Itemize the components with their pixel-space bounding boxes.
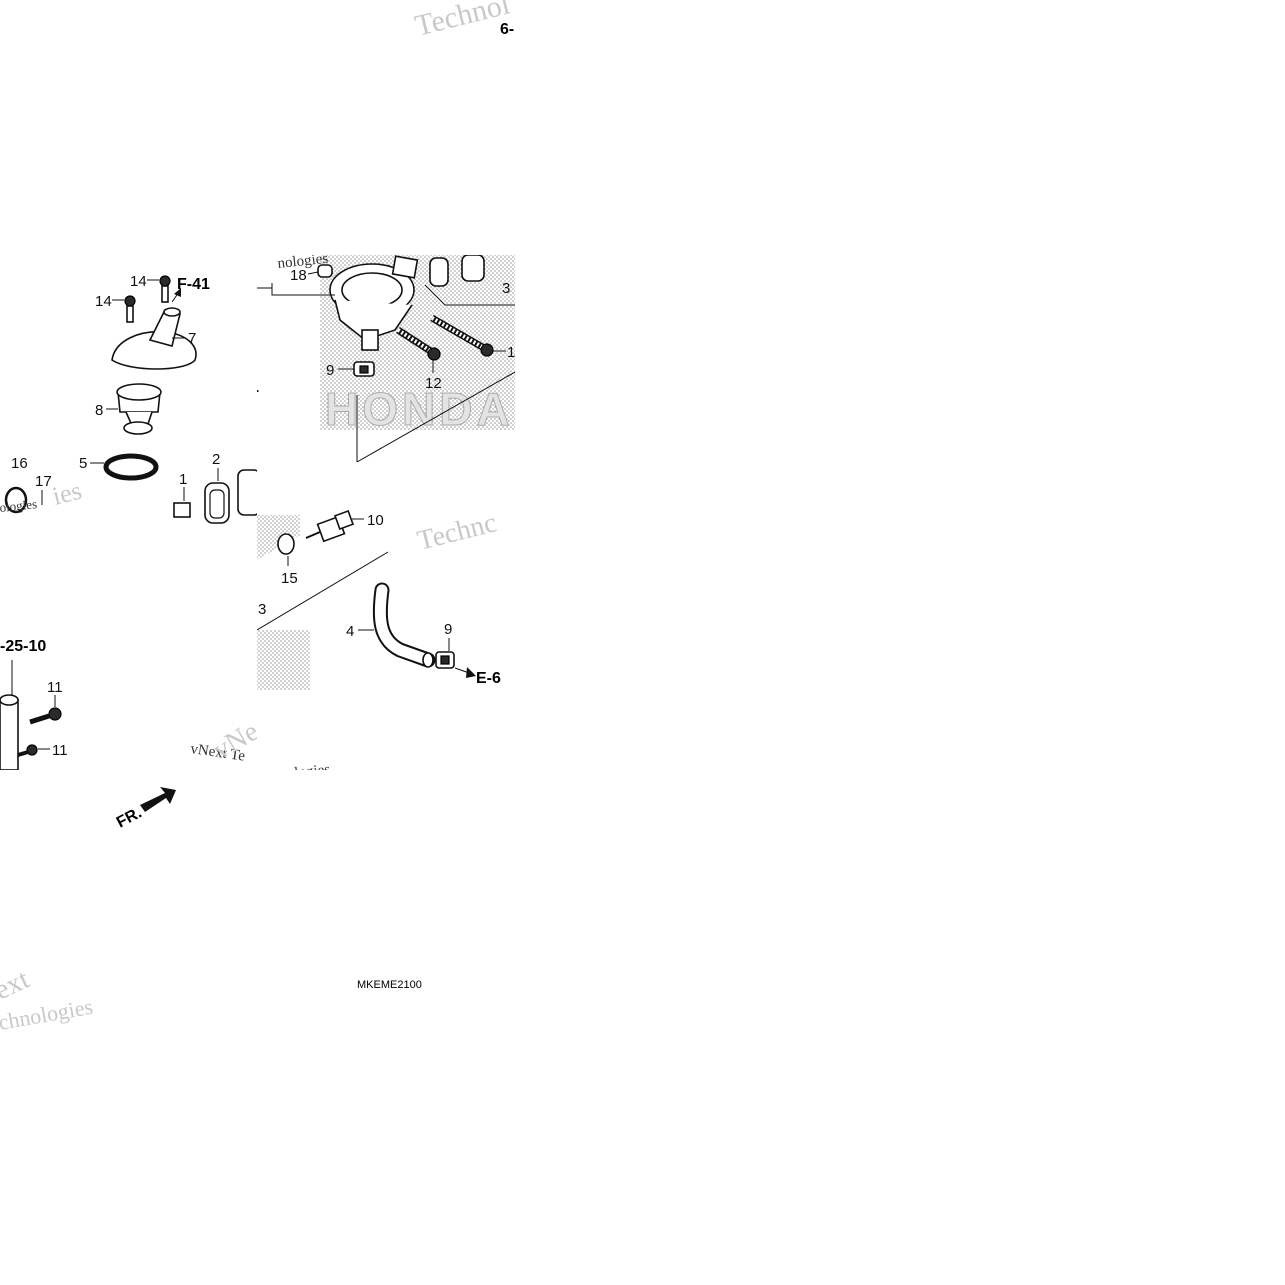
ref-e2510: -25-10 [0,638,46,655]
hose-clamp-9-upper [353,361,375,377]
water-temp-sensor-10 [305,510,354,543]
o-ring-5 [103,453,159,481]
diagram-code: MKEME2100 [357,979,422,991]
callout-7: 7 [188,330,196,347]
water-pipe [0,660,19,770]
watermark-ies: ies [49,476,84,511]
callout-15: 15 [281,570,298,587]
bolt-14-upper [159,275,171,303]
bolt-11-upper [29,707,62,725]
arrow-f41-head [174,288,181,297]
hose-top-2 [461,255,485,282]
leader-18 [307,271,319,275]
watermark-tail-top: nologies [277,251,329,272]
arrow-e6-head [466,667,476,678]
left-panel: 14 14 F-41 7 8 5 [0,194,257,770]
bracket-18 [271,283,335,296]
hose-clamp-9-lower [435,651,455,669]
callout-11-lower: 11 [52,742,68,759]
callout-3: 3 [502,280,510,297]
callout-5: 5 [79,455,87,472]
callout-3-lower: 3 [258,601,266,618]
watermark-technol: Technol [412,0,513,43]
watermark-tail-bottom: nologies [279,762,331,783]
callout-9-upper: 9 [326,362,334,379]
o-ring-16 [4,486,28,514]
watermark-ext: ext [0,964,34,1007]
watermark-vnext-te: vNext Te [189,741,246,765]
callout-9-lower: 9 [444,621,452,638]
bolt-14-lower [124,295,136,323]
o-ring-15 [277,533,295,555]
callout-14-lower: 14 [95,293,112,310]
honda-watermark: HONDA [325,383,514,435]
panel-frame-line [356,371,515,463]
watermark-vnext-tec: vNext Tec [183,229,247,253]
front-label: FR. [114,804,145,831]
part-1 [173,502,191,518]
callout-1-right: 1 [507,344,515,361]
callout-11-upper: 11 [47,679,63,696]
thermostat-cover-7 [111,307,197,370]
ref-f4: F- [244,382,259,399]
callout-14-upper: 14 [130,273,147,290]
callout-16: 16 [11,455,28,472]
callout-10: 10 [367,512,384,529]
part-18-dowel [317,264,333,278]
hose-4-end [422,652,434,668]
callout-4: 4 [346,623,354,640]
page-number: 6- [500,21,514,38]
callout-12: 12 [425,375,442,392]
front-direction-arrow: FR. [114,787,176,832]
bypass-hose-4-inner [374,584,434,666]
bolt-11-lower [17,744,38,757]
stipple-area-left-strip [257,515,300,560]
bolt-12 [396,327,441,361]
bolt-13 [430,314,494,357]
ref-f41: F-41 [177,276,210,293]
part-edge-right [237,469,257,516]
stipple-area-lower [257,630,310,690]
callout-2: 2 [212,451,220,468]
callout-1: 1 [179,471,187,488]
ref-e6: E-6 [476,670,501,687]
panel-frame-line-3 [424,284,515,306]
part-2 [204,482,230,524]
panel-frame-lower [257,551,389,631]
hose-top [429,257,449,287]
callout-18: 18 [290,267,307,284]
watermark-logies: ologies [0,496,38,515]
callout-17: 17 [35,473,52,490]
thermostat-8 [116,383,162,435]
right-panel: HONDA [244,251,515,783]
water-pump-housing [329,255,419,351]
watermark-vne-top: vNe [190,194,246,244]
watermark-technc: Technc [414,507,500,557]
callout-8: 8 [95,402,103,419]
